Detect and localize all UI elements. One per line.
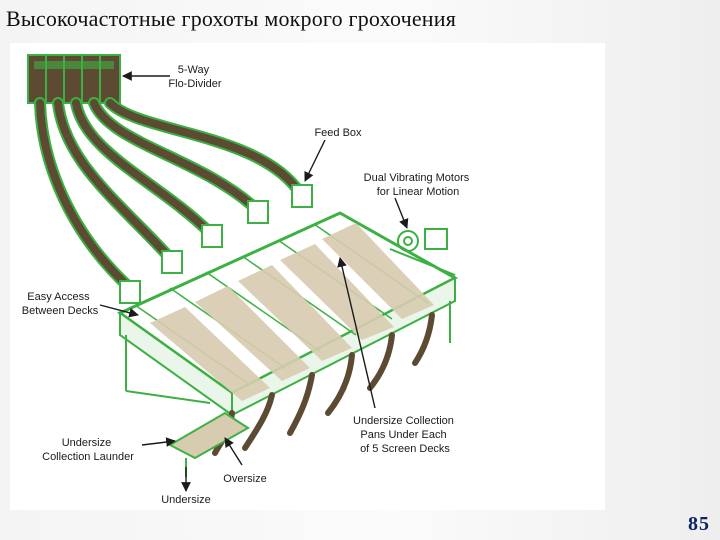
callout-labels: 5-Way Flo-Divider Feed Box Dual Vibratin…	[22, 64, 473, 506]
label-undersize-pans: Undersize Collection Pans Under Each of …	[353, 415, 457, 455]
label-motors: Dual Vibrating Motors for Linear Motion	[364, 172, 473, 198]
page-number: 85	[688, 513, 710, 535]
label-launder: Undersize Collection Launder	[42, 437, 134, 463]
label-undersize: Undersize	[161, 494, 211, 506]
label-divider: 5-Way Flo-Divider	[168, 64, 222, 90]
feed-hoses	[34, 97, 306, 294]
label-feed-box: Feed Box	[314, 127, 362, 139]
feed-boxes	[119, 184, 313, 304]
vibrating-motors	[389, 228, 456, 276]
callout-arrows	[99, 71, 409, 492]
undersize-trays	[150, 223, 434, 401]
screen-diagram: 5-Way Flo-Divider Feed Box Dual Vibratin…	[10, 43, 605, 510]
collection-launder	[167, 411, 250, 477]
label-easy-access: Easy Access Between Decks	[22, 291, 99, 317]
flo-divider	[27, 54, 121, 104]
label-oversize: Oversize	[223, 473, 266, 485]
diagram-canvas: 5-Way Flo-Divider Feed Box Dual Vibratin…	[22, 54, 473, 506]
slide-title: Высокочастотные грохоты мокрого грохочен…	[6, 6, 457, 31]
